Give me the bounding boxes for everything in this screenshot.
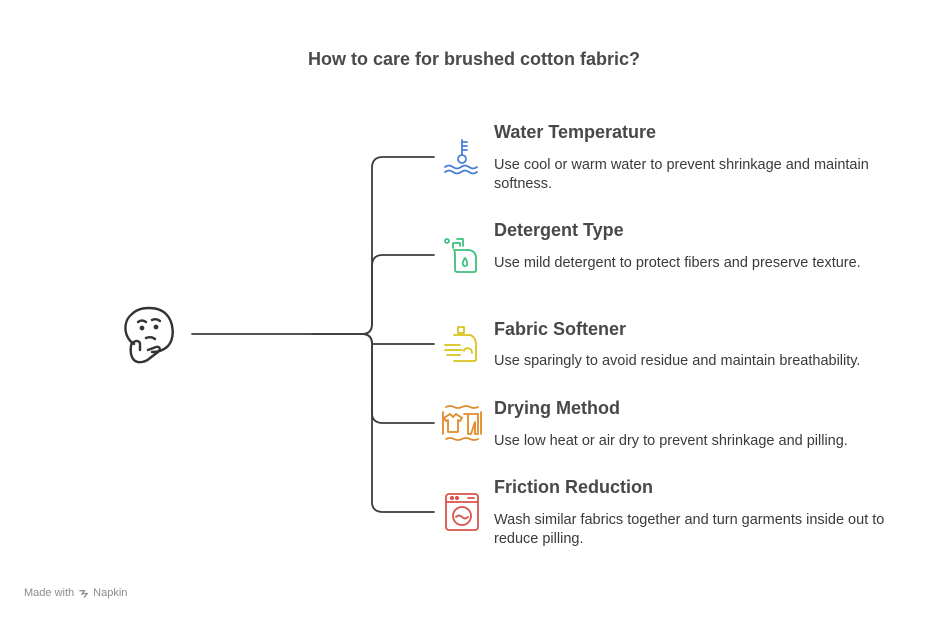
thinking-face-icon	[124, 306, 174, 364]
watermark-brand: Napkin	[93, 587, 128, 599]
heading-water-temperature: Water Temperature	[494, 122, 657, 142]
desc-water-temperature: Use cool or warm water to prevent shrink…	[494, 157, 869, 192]
heading-detergent-type: Detergent Type	[494, 220, 624, 240]
drying-clothes-icon	[442, 405, 482, 441]
connector-branch-2	[361, 254, 435, 335]
heading-fabric-softener: Fabric Softener	[494, 319, 627, 339]
heading-drying-method: Drying Method	[494, 398, 620, 418]
heading-friction-reduction: Friction Reduction	[494, 477, 653, 497]
desc-drying-method: Use low heat or air dry to prevent shrin…	[494, 433, 848, 449]
connector-branch-5	[361, 333, 435, 513]
softener-bottle-icon	[444, 326, 477, 362]
watermark: Made with Napkin	[24, 587, 127, 599]
napkin-logo-icon	[79, 589, 89, 598]
washing-machine-icon	[445, 493, 479, 531]
desc-detergent-type: Use mild detergent to protect fibers and…	[494, 255, 861, 271]
diagram-title: How to care for brushed cotton fabric?	[307, 49, 641, 69]
watermark-prefix: Made with	[24, 587, 75, 599]
connector-branch-1	[311, 156, 435, 335]
thermometer-water-icon	[444, 139, 478, 175]
desc-fabric-softener: Use sparingly to avoid residue and maint…	[494, 353, 861, 369]
detergent-bottle-icon	[444, 238, 477, 273]
desc-friction-reduction: Wash similar fabrics together and turn g…	[494, 512, 885, 547]
